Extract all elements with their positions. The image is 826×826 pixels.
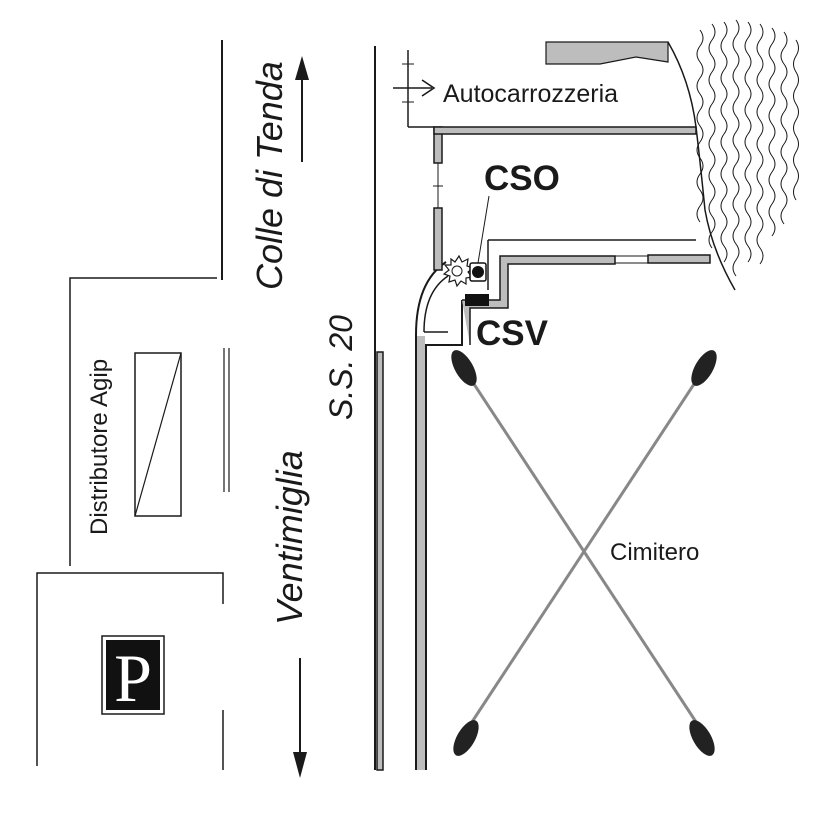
cemetery-north-wall-east: [647, 254, 711, 264]
colle-di-tenda-label: Colle di Tenda: [249, 61, 290, 290]
cemetery-north-wall: [462, 255, 616, 345]
cimitero-label: Cimitero: [610, 539, 699, 566]
parking-sign-icon: P: [101, 635, 165, 716]
road-kerb-west: [376, 351, 384, 771]
tree-icon: [442, 254, 475, 288]
building-roof: [545, 41, 669, 65]
arrow-up-icon: [295, 56, 309, 162]
arrow-right-icon: [393, 79, 436, 97]
ventimiglia-label: Ventimiglia: [269, 450, 310, 625]
cso-leader-line: [477, 195, 490, 264]
cso-marker-dot: [472, 266, 484, 278]
distributore-label: Distributore Agip: [86, 359, 113, 535]
cso-label: CSO: [484, 159, 560, 198]
cemetery-wall-fill: [417, 336, 425, 770]
property-wall-vertical-lower: [433, 207, 443, 271]
cemetery-west-wall-inner: [425, 300, 463, 770]
entrance-curve-inner: [423, 275, 449, 333]
road-label: S.S. 20: [323, 315, 359, 420]
agip-building: [134, 352, 182, 517]
csv-label: CSV: [476, 314, 549, 353]
parking-letter: P: [114, 640, 152, 716]
slope-edge: [667, 41, 736, 291]
arrow-down-icon: [293, 658, 307, 778]
autocarrozzeria-label: Autocarrozzeria: [443, 80, 618, 108]
property-wall-horizontal: [433, 126, 697, 135]
hill-hatching: [696, 19, 799, 277]
agip-boundary: [69, 277, 217, 566]
csv-marker: [465, 294, 489, 306]
parking-boundary: [36, 572, 224, 766]
cemetery-symbol: [451, 350, 717, 756]
